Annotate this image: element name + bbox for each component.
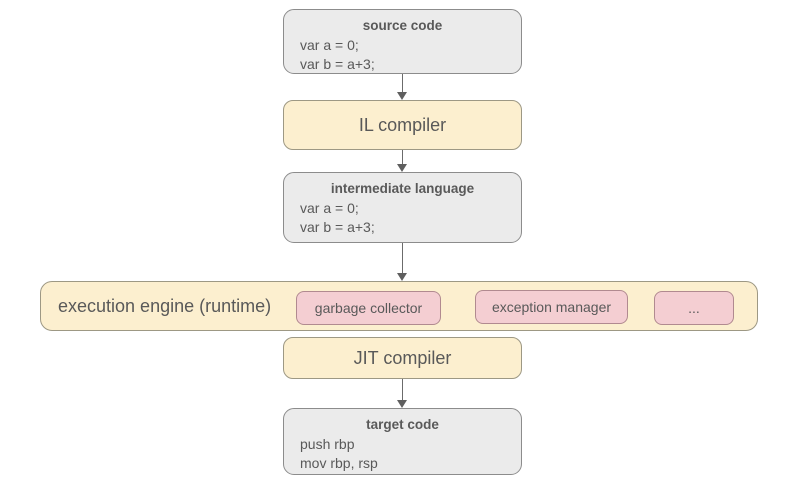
execution-engine-box: execution engine (runtime) garbage colle…: [40, 281, 758, 331]
source-code-line-2: var b = a+3;: [300, 56, 375, 72]
execution-engine-label: execution engine (runtime): [58, 295, 272, 316]
intermediate-language-title: intermediate language: [330, 181, 475, 196]
arrow-head: [397, 273, 407, 281]
arrow-head: [397, 92, 407, 100]
exception-manager-box: exception manager: [475, 290, 628, 324]
arrow-il-to-intermediate-icon: [397, 150, 408, 172]
arrow-shaft: [402, 379, 403, 403]
garbage-collector-box: garbage collector: [296, 291, 441, 325]
intermediate-code-line-2: var b = a+3;: [300, 219, 375, 235]
target-code-box: target code push rbp mov rbp, rsp: [283, 408, 522, 475]
arrow-jit-to-target-icon: [397, 379, 408, 408]
jit-compiler-box: JIT compiler: [283, 337, 522, 379]
source-code-box: source code var a = 0; var b = a+3;: [283, 9, 522, 74]
ellipsis-component-box: ...: [654, 291, 734, 325]
intermediate-language-box: intermediate language var a = 0; var b =…: [283, 172, 522, 243]
il-compiler-box: IL compiler: [283, 100, 522, 150]
intermediate-code-line-1: var a = 0;: [300, 200, 359, 216]
arrow-shaft: [402, 150, 403, 167]
il-compiler-label: IL compiler: [358, 114, 447, 135]
arrow-intermediate-to-engine-icon: [397, 243, 408, 281]
target-code-line-1: push rbp: [300, 436, 355, 452]
target-code-line-2: mov rbp, rsp: [300, 455, 378, 471]
arrow-shaft: [402, 74, 403, 95]
arrow-head: [397, 400, 407, 408]
arrow-head: [397, 164, 407, 172]
arrow-shaft: [402, 243, 403, 276]
target-code-title: target code: [366, 417, 439, 432]
source-code-line-1: var a = 0;: [300, 37, 359, 53]
jit-compiler-label: JIT compiler: [353, 347, 452, 368]
source-code-title: source code: [362, 18, 443, 33]
arrow-source-to-il-icon: [397, 74, 408, 100]
